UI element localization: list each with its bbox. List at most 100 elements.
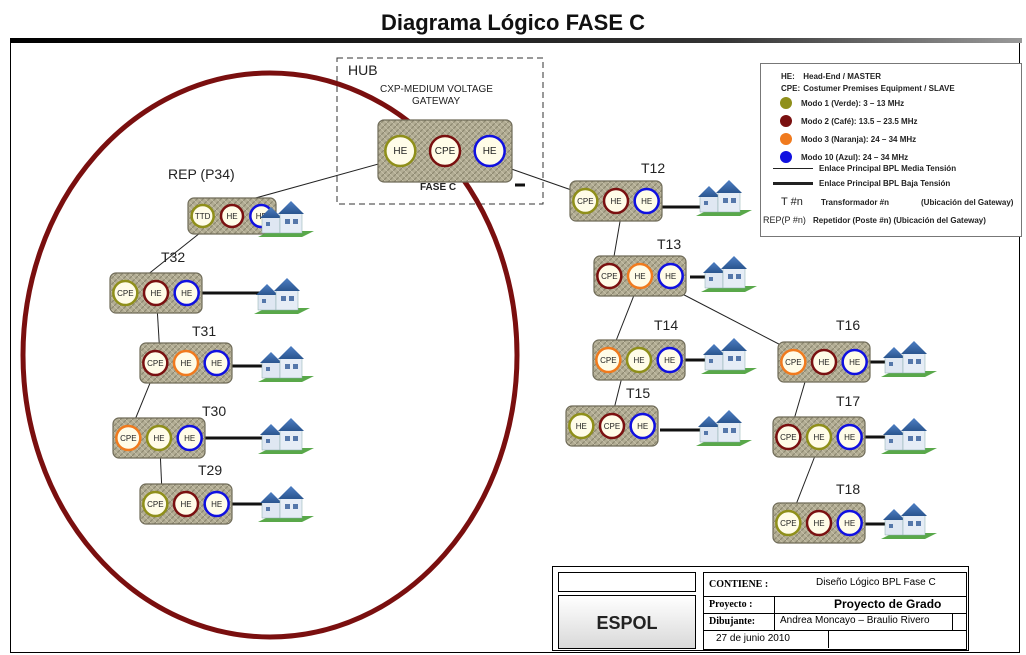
device-hub: HE CPE HE [377, 119, 513, 183]
contiene-value: Diseño Lógico BPL Fase C [816, 577, 936, 588]
house-icon [881, 341, 937, 377]
port-label: CPE [120, 434, 136, 443]
port-ring [176, 424, 203, 452]
house-icon [701, 338, 757, 374]
house-icon [701, 256, 757, 292]
legend-mode3-dot [780, 133, 792, 145]
hub-label: HUB [348, 62, 378, 78]
port-label: CPE [577, 197, 593, 206]
phase-area-circle [20, 70, 520, 640]
hub-caption-line1: CXP-MEDIUM VOLTAGE [380, 84, 493, 95]
legend-mode2-dot [780, 115, 792, 127]
house-icon [696, 410, 752, 446]
dibujante-value: Andrea Moncayo – Braulio Rivero [780, 615, 930, 626]
port-ring [805, 423, 833, 451]
port-label: HE [633, 356, 644, 365]
port-ring [633, 187, 660, 215]
label-t13: T13 [657, 236, 682, 252]
label-t14: T14 [654, 317, 679, 333]
port-ring [145, 424, 173, 452]
legend-mv-text: Enlace Principal BPL Media Tensión [819, 164, 957, 173]
legend-mode2: Modo 2 (Café): 13.5 – 23.5 MHz [801, 117, 918, 126]
legend-cpe-row: CPE: Costumer Premises Equipment / SLAVE [781, 84, 955, 93]
port-ring [626, 262, 654, 290]
phase-label: FASE C [420, 182, 457, 193]
port-label: HE [637, 422, 648, 431]
port-ring [810, 348, 838, 376]
row-dibujante: Dibujante: Andrea Moncayo – Braulio Rive… [704, 613, 966, 631]
port-label: CPE [117, 289, 133, 298]
port-label: HE [813, 433, 824, 442]
port-label: CPE [435, 146, 456, 157]
port-label: CPE [780, 433, 796, 442]
port-label: CPE [147, 500, 163, 509]
port-ring [173, 279, 200, 307]
hub-boundary [336, 57, 544, 205]
port-ring [595, 346, 622, 374]
port-ring [836, 509, 863, 537]
port-label: HE [634, 272, 645, 281]
legend-he-row: HE: Head-End / MASTER [781, 72, 882, 81]
row-contiene: CONTIENE : Diseño Lógico BPL Fase C [704, 573, 966, 597]
port-ring [172, 349, 200, 377]
legend-lv-text: Enlace Principal BPL Baja Tensión [819, 179, 951, 188]
port-ring [656, 346, 683, 374]
device-t17: CPE HE HE [772, 416, 866, 458]
port-ring [428, 134, 462, 168]
port-label: CPE [780, 519, 796, 528]
port-ring [142, 490, 169, 518]
legend-lv-line [773, 182, 813, 185]
port-ring [775, 509, 802, 537]
title-block: ESPOL CONTIENE : Diseño Lógico BPL Fase … [552, 566, 969, 651]
label-t12: T12 [641, 160, 666, 176]
port-label: HE [393, 146, 407, 157]
house-icon [881, 503, 937, 539]
legend-mv-line [773, 168, 813, 169]
port-label: TTD [195, 212, 211, 221]
house-icon [258, 346, 314, 382]
legend-rep-key: REP(P #n) [763, 215, 806, 225]
port-label: HE [576, 422, 587, 431]
port-ring [657, 262, 684, 290]
legend-rep-text: Repetidor (Poste #n) (Ubicación del Gate… [813, 216, 986, 225]
port-ring [112, 279, 139, 307]
port-ring [568, 412, 595, 440]
label-t18: T18 [836, 481, 861, 497]
port-ring [219, 203, 245, 229]
port-ring [572, 187, 599, 215]
port-ring [384, 134, 417, 168]
port-ring [805, 509, 833, 537]
house-icon [258, 201, 314, 237]
port-ring [203, 349, 230, 377]
port-label: HE [181, 289, 192, 298]
port-ring [780, 348, 807, 376]
port-label: HE [844, 519, 855, 528]
legend-mode1: Modo 1 (Verde): 3 – 13 MHz [801, 99, 905, 108]
date-value: 27 de junio 2010 [716, 633, 790, 644]
legend-mode1-dot [780, 97, 792, 109]
port-ring [203, 490, 230, 518]
port-label: HE [226, 212, 237, 221]
port-label: CPE [147, 359, 163, 368]
house-icon [881, 418, 937, 454]
title-block-grid: CONTIENE : Diseño Lógico BPL Fase C Proy… [703, 572, 967, 650]
label-rep: REP (P34) [168, 166, 235, 182]
legend-t-key: T #n [781, 196, 803, 208]
port-label: HE [844, 433, 855, 442]
proyecto-value: Proyecto de Grado [834, 597, 942, 611]
port-label: HE [483, 146, 497, 157]
row-proyecto: Proyecto : Proyecto de Grado [704, 596, 966, 614]
port-label: CPE [600, 356, 616, 365]
port-label: HE [849, 358, 860, 367]
port-ring [190, 203, 215, 229]
espol-logo: ESPOL [558, 595, 696, 649]
legend-t-loc: (Ubicación del Gateway) [921, 198, 1014, 207]
